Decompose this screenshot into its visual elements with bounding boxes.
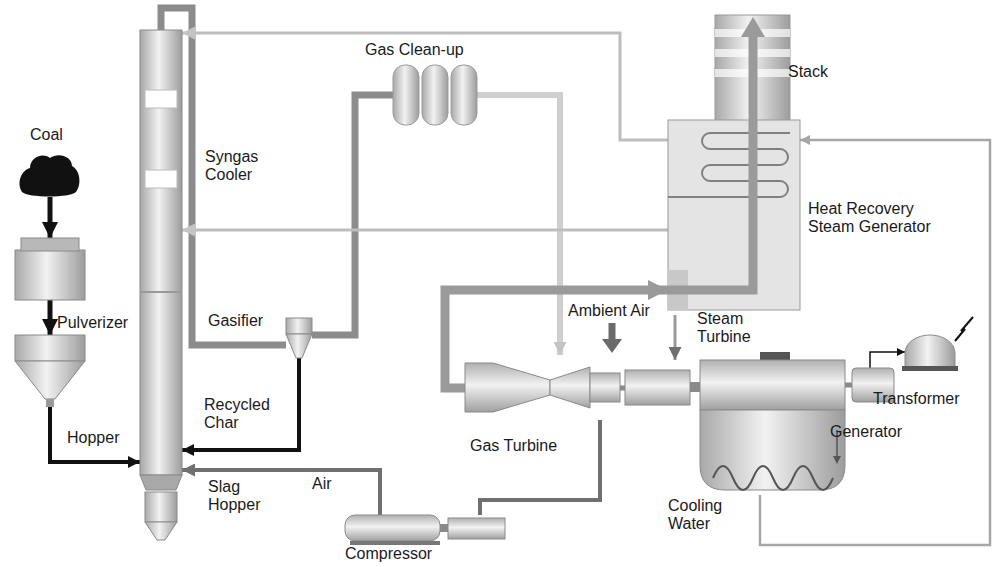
flow-connector bbox=[50, 407, 140, 462]
transformer: Transformer bbox=[905, 335, 955, 370]
shape-outline bbox=[905, 335, 955, 370]
flow-connector bbox=[48, 197, 53, 238]
cleanup-vessel bbox=[451, 65, 477, 125]
slag-hopper-cone bbox=[145, 522, 177, 540]
slag-hopper: Slag Hopper bbox=[145, 492, 177, 540]
cyclone-cone bbox=[286, 334, 312, 358]
shape-outline bbox=[145, 492, 177, 540]
cooler-band bbox=[145, 170, 177, 188]
compressor-motor bbox=[448, 518, 505, 539]
shape-outline bbox=[465, 355, 620, 420]
condenser-tubes bbox=[713, 466, 833, 490]
gas-cleanup-vessels: Gas Clean-up bbox=[393, 65, 477, 125]
turbine-outlet bbox=[590, 373, 620, 402]
char-cyclone: Recycled Char bbox=[286, 318, 312, 358]
flow-connector bbox=[182, 229, 668, 232]
pulverizer-cap bbox=[21, 238, 79, 251]
equipment-label: Gasifier bbox=[208, 312, 263, 330]
hrsg-casing bbox=[668, 120, 800, 310]
equipment-label: Pulverizer bbox=[57, 314, 128, 332]
equipment-label: Generator bbox=[830, 423, 902, 441]
flow-connector bbox=[182, 33, 668, 140]
compressor-shaft bbox=[440, 524, 448, 532]
heat-recovery-steam-generator: StackHeat Recovery Steam Generator bbox=[668, 15, 800, 315]
cleanup-vessel bbox=[393, 65, 419, 125]
coal-lump bbox=[20, 155, 80, 196]
turbine-valve bbox=[760, 352, 790, 360]
gasifier-column: Syngas CoolerGasifier bbox=[140, 30, 182, 490]
cooler-band bbox=[145, 90, 177, 108]
flow-connector bbox=[477, 95, 560, 355]
cleanup-vessel bbox=[422, 65, 448, 125]
condensate-head bbox=[833, 456, 841, 464]
ambient-air-arrow-head bbox=[602, 339, 622, 353]
flow-connector bbox=[48, 300, 53, 335]
flow-connector bbox=[312, 95, 393, 335]
shape-outline bbox=[393, 65, 477, 125]
turbine-expander bbox=[550, 367, 590, 408]
flow-connector bbox=[870, 352, 905, 368]
hopper-nozzle bbox=[46, 399, 54, 407]
transformer-base bbox=[902, 366, 958, 371]
equipment-label: Recycled Char bbox=[204, 396, 284, 432]
turbine-compressor-section bbox=[465, 363, 550, 412]
equipment-label: Slag Hopper bbox=[208, 478, 278, 514]
power-bolt bbox=[955, 317, 973, 341]
hopper-top bbox=[15, 335, 85, 361]
coupling-housing bbox=[625, 370, 690, 405]
equipment-label: Syngas Cooler bbox=[205, 148, 285, 184]
turbine-casing bbox=[700, 360, 845, 410]
slag-hopper-body bbox=[145, 492, 177, 522]
shape-outline bbox=[15, 238, 85, 300]
flow-connector bbox=[182, 358, 299, 450]
gasifier-bottom bbox=[140, 475, 182, 490]
flow-connector bbox=[620, 386, 625, 391]
equipment-label: Coal bbox=[30, 126, 63, 144]
gasifier-shell bbox=[140, 30, 182, 475]
shape-outline bbox=[625, 360, 845, 495]
cyclone-top bbox=[286, 318, 312, 334]
hopper-funnel bbox=[15, 361, 85, 399]
shape-outline bbox=[345, 515, 505, 545]
section-divider bbox=[140, 291, 182, 293]
coal-pile: Coal bbox=[18, 152, 80, 197]
equipment-label: Hopper bbox=[67, 429, 119, 447]
shape-outline bbox=[668, 15, 800, 315]
hrsg-coil bbox=[668, 133, 790, 197]
equipment-label: Transformer bbox=[873, 390, 960, 408]
pulverizer: Pulverizer bbox=[15, 238, 85, 300]
flow-connector bbox=[845, 383, 852, 388]
compressor-base bbox=[350, 541, 440, 545]
equipment-label: Heat Recovery Steam Generator bbox=[808, 200, 958, 236]
equipment-label: Compressor bbox=[345, 545, 432, 563]
turbine-shaft bbox=[690, 382, 700, 392]
shape-outline bbox=[15, 335, 85, 407]
flow-label: Ambient Air bbox=[568, 302, 650, 320]
equipment-label: Gas Clean-up bbox=[365, 41, 464, 59]
pulverizer-body bbox=[15, 250, 85, 300]
flow-connector bbox=[480, 420, 600, 515]
shape-outline bbox=[286, 318, 312, 358]
exhaust-head bbox=[741, 17, 765, 37]
flow-connector bbox=[674, 315, 677, 360]
flow-label: Cooling Water bbox=[668, 497, 740, 533]
hopper: Hopper bbox=[15, 335, 85, 407]
steam-turbine: Steam Turbine bbox=[625, 360, 845, 495]
compressor-body bbox=[345, 515, 440, 541]
edge-label: Air bbox=[312, 475, 332, 493]
condenser bbox=[700, 410, 845, 490]
exhaust-flow bbox=[668, 35, 753, 290]
shape-outline bbox=[140, 30, 182, 490]
shape-outline bbox=[18, 152, 80, 197]
equipment-label: Steam Turbine bbox=[697, 310, 767, 346]
equipment-label: Gas Turbine bbox=[470, 437, 557, 455]
gas-turbine: Gas Turbine bbox=[465, 355, 620, 420]
compressor: Compressor bbox=[345, 515, 505, 545]
ambient-air-arrow-shaft bbox=[609, 323, 616, 340]
flow-connector bbox=[182, 470, 380, 515]
equipment-label: Stack bbox=[788, 63, 828, 81]
transformer-dome bbox=[905, 335, 955, 368]
